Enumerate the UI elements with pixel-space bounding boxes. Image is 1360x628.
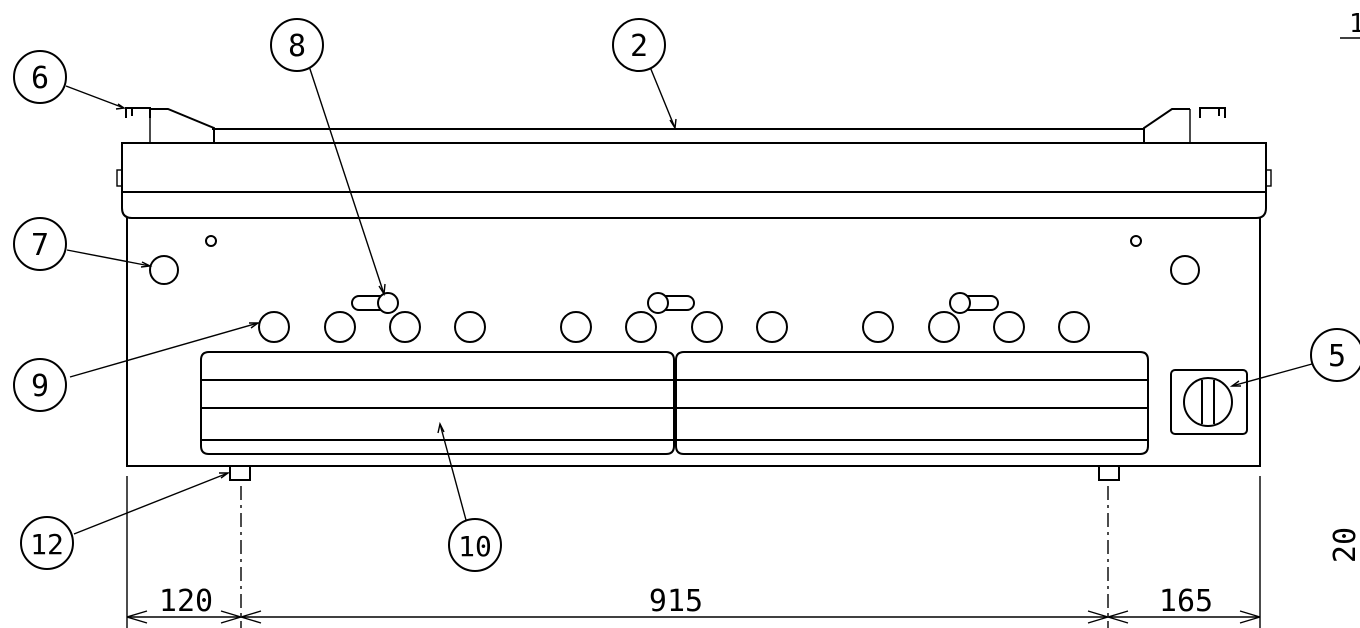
knob[interactable] xyxy=(625,311,657,343)
knob[interactable] xyxy=(258,311,290,343)
svg-text:9: 9 xyxy=(31,369,49,404)
knob[interactable] xyxy=(389,311,421,343)
upper-housing xyxy=(116,142,1272,219)
callout-1-label: 1 xyxy=(1349,9,1360,39)
callout-12: 12 xyxy=(20,516,74,570)
knob[interactable] xyxy=(560,311,592,343)
knob[interactable] xyxy=(454,311,486,343)
hook-right xyxy=(1199,107,1226,118)
svg-text:7: 7 xyxy=(31,228,49,263)
hook-left xyxy=(125,107,151,118)
foot-right xyxy=(1098,465,1120,481)
small-hole-left xyxy=(205,235,217,247)
small-hole-right xyxy=(1130,235,1142,247)
svg-text:12: 12 xyxy=(30,528,64,561)
dimension-right: 165 xyxy=(1159,584,1213,619)
selector-slider-1[interactable] xyxy=(351,292,399,314)
pilot-lamp-left xyxy=(149,255,179,285)
svg-text:6: 6 xyxy=(31,61,49,96)
selector-slider-2[interactable] xyxy=(647,292,695,314)
knob[interactable] xyxy=(691,311,723,343)
dimension-line xyxy=(126,610,1261,624)
knob[interactable] xyxy=(862,311,894,343)
callout-8: 8 xyxy=(270,18,324,72)
callout-2: 2 xyxy=(612,18,666,72)
svg-text:5: 5 xyxy=(1328,339,1346,374)
svg-text:2: 2 xyxy=(630,29,648,64)
callout-7: 7 xyxy=(13,217,67,271)
callout-6: 6 xyxy=(13,50,67,104)
dimension-side: 20 xyxy=(1328,527,1360,563)
drawer-left[interactable] xyxy=(200,351,675,455)
svg-text:8: 8 xyxy=(288,29,306,64)
knob[interactable] xyxy=(1058,311,1090,343)
foot-left xyxy=(229,465,251,481)
dimension-left: 120 xyxy=(159,584,213,619)
main-body xyxy=(126,218,1261,467)
callout-10: 10 xyxy=(448,518,502,572)
knob-row xyxy=(258,311,1090,343)
dimension-middle: 915 xyxy=(649,584,703,619)
knob[interactable] xyxy=(756,311,788,343)
callout-5: 5 xyxy=(1310,328,1360,382)
pilot-lamp-right xyxy=(1170,255,1200,285)
knob[interactable] xyxy=(928,311,960,343)
callout-9: 9 xyxy=(13,358,67,412)
svg-text:10: 10 xyxy=(458,530,492,563)
main-switch[interactable] xyxy=(1170,369,1248,435)
drawer-right[interactable] xyxy=(675,351,1149,455)
leader-lines xyxy=(65,61,1313,535)
knob[interactable] xyxy=(993,311,1025,343)
knob[interactable] xyxy=(324,311,356,343)
selector-slider-3[interactable] xyxy=(949,292,999,314)
